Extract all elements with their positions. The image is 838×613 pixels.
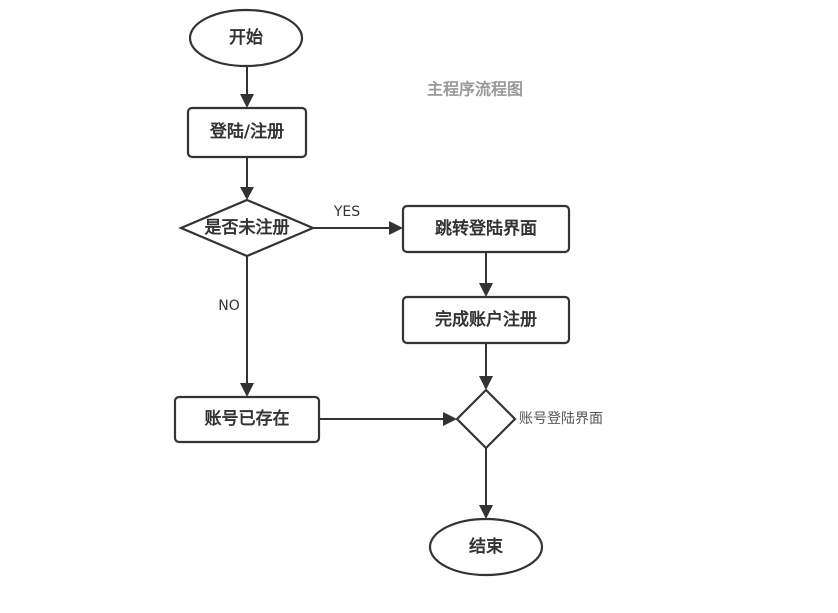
account-exists-label: 账号已存在 — [205, 408, 290, 429]
end-label: 结束 — [469, 536, 503, 557]
node-goto-login: 跳转登陆界面 — [401, 204, 571, 254]
login-page-side-label: 账号登陆界面 — [519, 411, 603, 427]
arrowhead-decision-no — [240, 383, 254, 397]
node-account-exists: 账号已存在 — [173, 395, 321, 444]
edges — [240, 67, 493, 519]
complete-register-box — [401, 295, 571, 345]
start-label: 开始 — [229, 27, 263, 48]
node-login-page-merge: 账号登陆界面 — [455, 388, 603, 450]
node-end: 结束 — [428, 517, 544, 577]
login-register-label: 登陆/注册 — [209, 121, 284, 142]
diagram-title: 主程序流程图 — [427, 80, 523, 99]
login-page-merge-diamond — [455, 388, 517, 450]
end-terminator-shape — [428, 517, 544, 577]
login-register-box — [186, 106, 308, 159]
edge-label-no: NO — [218, 298, 240, 314]
is-unregistered-diamond — [178, 198, 316, 258]
arrowhead-complete-to-merge — [479, 376, 493, 390]
arrowhead-login-to-decision — [240, 187, 254, 200]
node-is-unregistered: 是否未注册 — [178, 198, 316, 258]
node-start: 开始 — [188, 8, 304, 68]
node-complete-register: 完成账户注册 — [401, 295, 571, 345]
start-terminator-shape — [188, 8, 304, 68]
arrowhead-start-to-login — [240, 94, 254, 108]
is-unregistered-label: 是否未注册 — [205, 217, 290, 238]
arrowhead-decision-yes — [389, 221, 403, 235]
arrowhead-goto-to-complete — [479, 283, 493, 297]
account-exists-box — [173, 395, 321, 444]
complete-register-label: 完成账户注册 — [435, 309, 537, 330]
arrowhead-merge-to-end — [479, 505, 493, 519]
arrowhead-exists-to-merge — [443, 412, 457, 426]
goto-login-label: 跳转登陆界面 — [435, 218, 537, 239]
goto-login-box — [401, 204, 571, 254]
node-login-register: 登陆/注册 — [186, 106, 308, 159]
edge-label-yes: YES — [333, 204, 360, 220]
